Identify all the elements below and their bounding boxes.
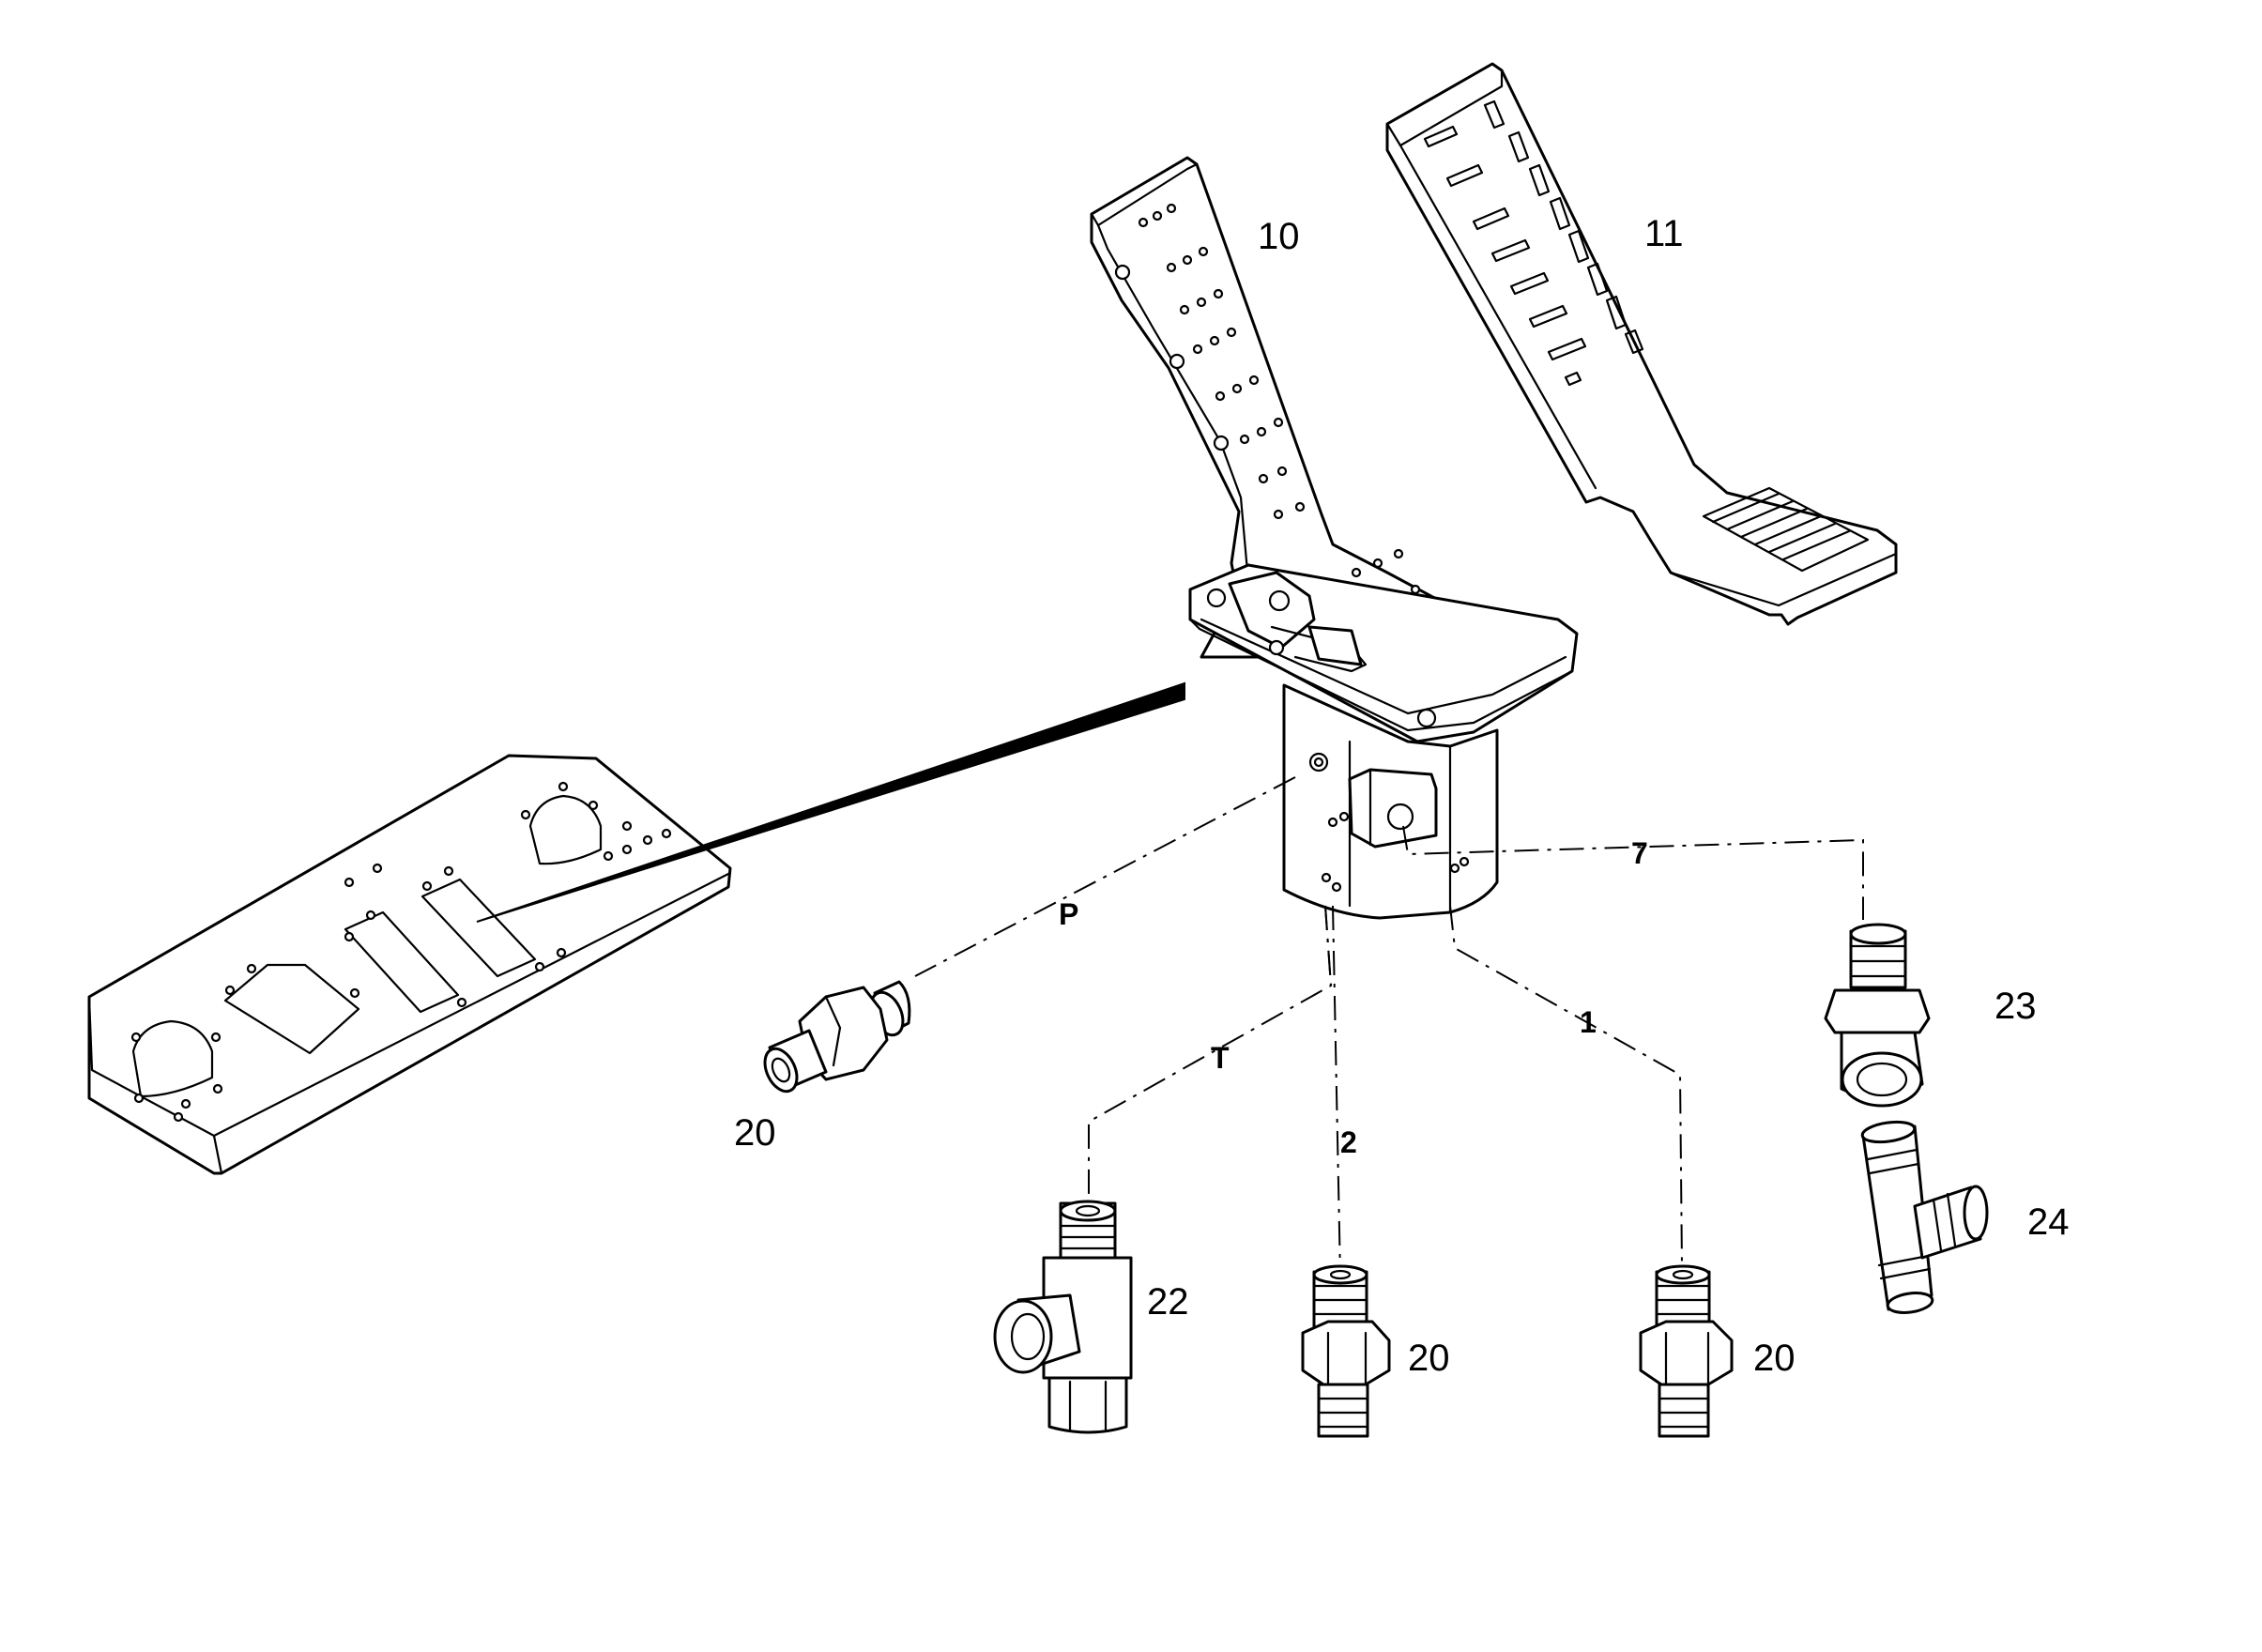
plate-pointer-line [476, 681, 1185, 923]
callout-20-one: 20 [1753, 1338, 1796, 1379]
fitting-20-one [1639, 1264, 1734, 1438]
port-label-1: 1 [1580, 1005, 1597, 1039]
callout-11: 11 [1644, 213, 1684, 254]
pedal-11-slots [1423, 99, 1644, 387]
fitting-24-tee [1860, 1120, 1989, 1314]
leader-2b [1324, 905, 1332, 987]
callout-20-two: 20 [1408, 1338, 1450, 1379]
leader-t [1088, 905, 1333, 1220]
leader-2 [1332, 905, 1341, 1277]
plate-cutout-4 [420, 878, 537, 978]
port-label-2: 2 [1340, 1125, 1357, 1159]
callout-23: 23 [1995, 986, 2037, 1027]
leader-p [914, 776, 1296, 977]
fitting-20-p [763, 980, 911, 1094]
plate-cutout-1 [131, 1019, 214, 1098]
pedal-10 [1090, 156, 1494, 659]
leader-7 [1402, 825, 1864, 920]
port-label-7: 7 [1631, 836, 1648, 870]
fitting-20-two [1301, 1264, 1391, 1438]
fitting-23 [1824, 923, 1931, 1108]
port-label-p: P [1059, 897, 1078, 931]
callout-labels: 10 11 20 22 20 20 23 24 [734, 213, 2070, 1379]
pedal-valve-body [1188, 563, 1579, 920]
floor-plate [87, 754, 732, 1175]
callout-22: 22 [1147, 1281, 1189, 1323]
port-leader-lines [914, 776, 1864, 1277]
plate-cutout-5 [528, 794, 603, 865]
fitting-22-tee [993, 1200, 1133, 1434]
leader-1 [1449, 905, 1683, 1268]
callout-24: 24 [2027, 1201, 2070, 1243]
plate-cutout-2 [223, 963, 360, 1055]
callout-10: 10 [1258, 216, 1300, 257]
pedal-11-grip [1702, 486, 1870, 573]
pedal-cover-11 [1385, 62, 1898, 626]
port-label-t: T [1211, 1041, 1230, 1075]
port-labels: P T 2 1 7 [1059, 836, 1648, 1159]
callout-20-p: 20 [734, 1112, 776, 1154]
